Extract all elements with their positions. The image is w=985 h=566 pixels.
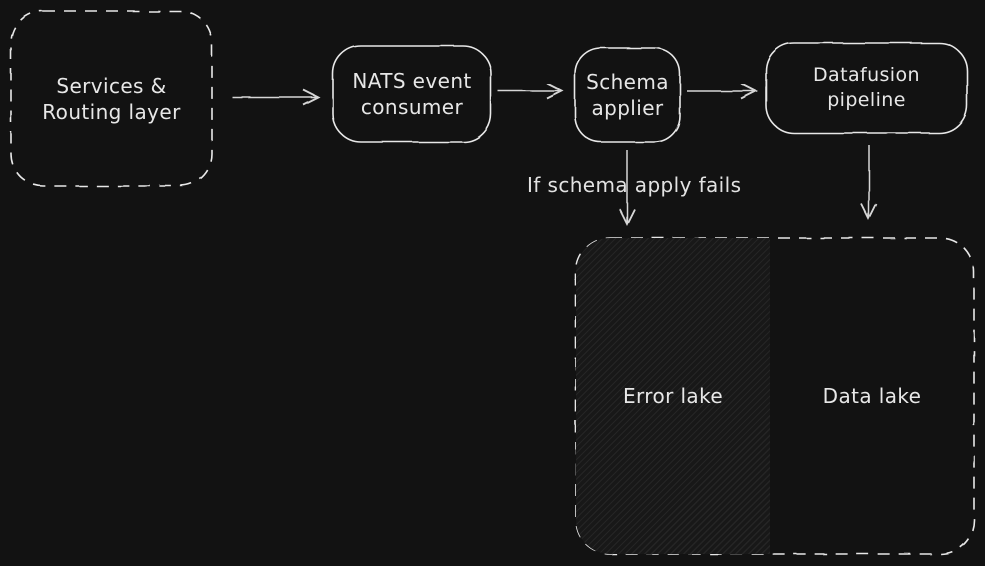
- lakes-container: [576, 238, 974, 554]
- edge-label-schema-fail: If schema apply fails: [527, 173, 742, 197]
- node-error-lake-label: Error lake: [622, 384, 724, 408]
- schema-applier-box: [574, 47, 681, 143]
- error-lake-hatch-fill: [576, 238, 770, 554]
- node-nats-consumer-label: NATS event consumer: [352, 69, 472, 119]
- node-data-lake-label: Data lake: [822, 384, 922, 408]
- services-routing-box: [10, 10, 213, 187]
- datafusion-pipeline-box: [765, 42, 968, 134]
- node-datafusion-pipeline-label: Datafusion pipeline: [813, 64, 920, 111]
- node-schema-applier-label: Schema applier: [586, 70, 669, 120]
- lakes-container-box: [575, 237, 975, 555]
- nats-consumer-box: [332, 45, 492, 143]
- node-services-routing-label: Services & Routing layer: [42, 73, 181, 124]
